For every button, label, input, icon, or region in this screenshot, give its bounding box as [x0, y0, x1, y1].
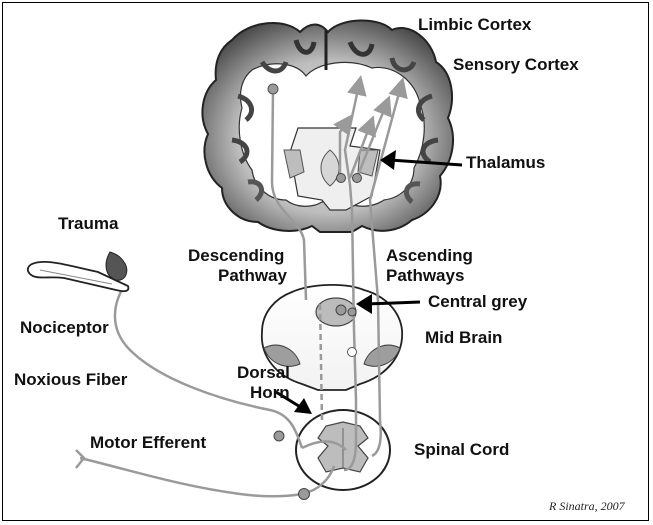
label-ascending-2: Pathways — [386, 266, 464, 285]
label-noxious-fiber: Noxious Fiber — [14, 370, 127, 389]
thalamus-node-1 — [337, 174, 346, 183]
trauma-drop-icon — [106, 252, 127, 280]
spinal-cord-shape — [296, 410, 390, 490]
label-dorsal-horn-1: Dorsal — [237, 363, 290, 382]
thalamus-node-2 — [353, 174, 362, 183]
label-descending-2: Pathway — [218, 266, 287, 285]
label-spinal-cord: Spinal Cord — [414, 440, 509, 459]
label-sensory-cortex: Sensory Cortex — [453, 55, 579, 74]
label-ascending-1: Ascending — [386, 246, 473, 265]
label-trauma: Trauma — [58, 214, 118, 233]
label-central-grey: Central grey — [428, 292, 527, 311]
dorsal-root-ganglion — [274, 431, 284, 441]
label-thalamus: Thalamus — [466, 153, 545, 172]
label-mid-brain: Mid Brain — [425, 328, 502, 347]
label-nociceptor: Nociceptor — [20, 318, 109, 337]
label-motor-efferent: Motor Efferent — [90, 433, 206, 452]
mid-brain-node — [348, 348, 357, 357]
label-limbic-cortex: Limbic Cortex — [418, 15, 531, 34]
central-grey-node-2 — [348, 308, 356, 316]
motor-neuron-node — [299, 489, 310, 500]
credit-text: R Sinatra, 2007 — [549, 499, 625, 514]
label-descending-1: Descending — [188, 246, 284, 265]
central-grey-node — [336, 305, 346, 315]
descending-origin-node — [268, 84, 278, 94]
motor-efferent-fiber — [76, 450, 334, 496]
label-dorsal-horn-2: Horn — [250, 383, 290, 402]
